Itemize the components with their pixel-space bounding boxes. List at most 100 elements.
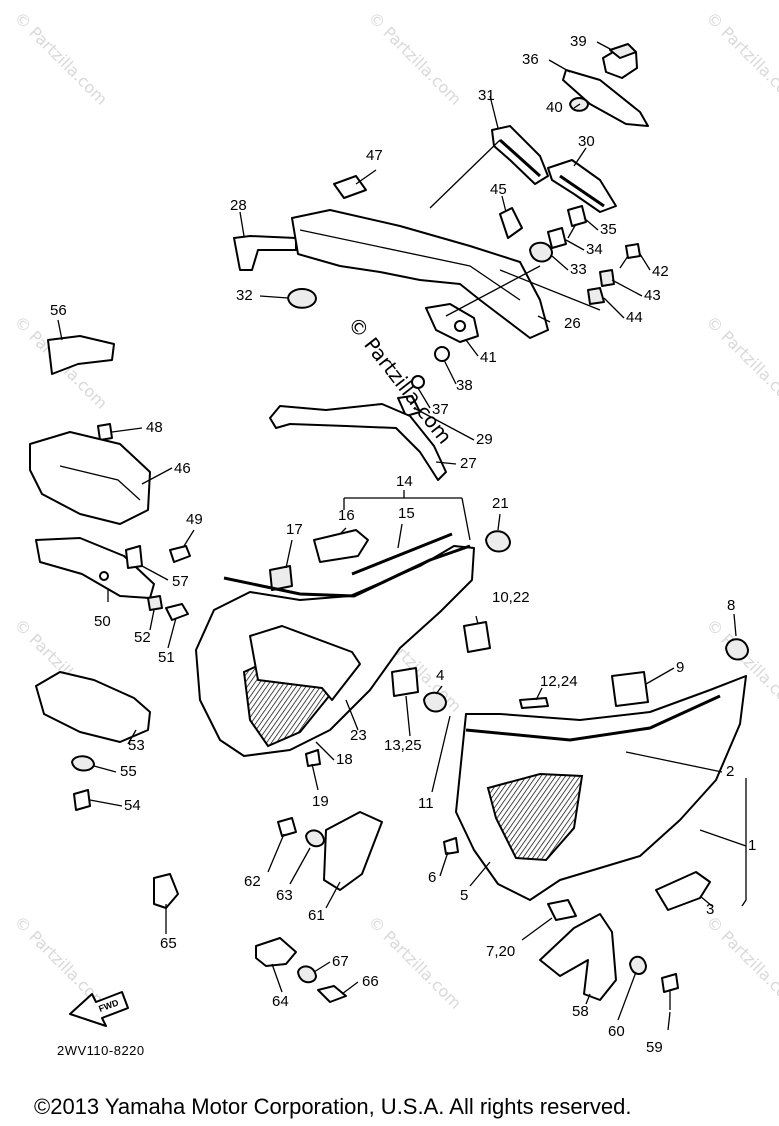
part-8-grommet [725,638,749,661]
callout-26: 26 [564,315,581,332]
callout-46: 46 [174,460,191,477]
callout-48: 48 [146,419,163,436]
callout-11: 11 [418,795,434,812]
callout-45: 45 [490,181,507,198]
callout-60: 60 [608,1023,625,1040]
callout-53: 53 [128,737,145,754]
callout-9: 9 [676,659,685,676]
part-61-bracket [323,811,383,891]
callout-33: 33 [570,261,587,278]
callout-50: 50 [94,613,111,630]
callout-30: 30 [578,133,595,150]
callout-16: 16 [338,507,355,524]
callout-2: 2 [726,763,735,780]
part-7-clip [547,899,577,921]
part-16-emblem [313,529,369,563]
callout-13-25: 13,25 [384,737,422,754]
part-33-grommet [529,241,553,263]
callout-51: 51 [158,649,175,666]
callout-66: 66 [362,973,379,990]
diagram-code: 2WV110-8220 [57,1043,145,1058]
callout-18: 18 [336,751,353,768]
part-64-bracket [255,937,297,967]
part-10-label [463,621,491,653]
callout-19: 19 [312,793,329,810]
callout-31: 31 [478,87,495,104]
callout-4: 4 [436,667,445,684]
callout-49: 49 [186,511,203,528]
callout-57: 57 [172,573,189,590]
part-38-damper [434,346,450,362]
callout-8: 8 [727,597,736,614]
callout-5: 5 [460,887,469,904]
part-46-case [29,431,151,525]
callout-28: 28 [230,197,247,214]
leader-lines [57,41,747,1031]
callout-32: 32 [236,287,253,304]
side-cover-right [455,675,747,901]
callout-67: 67 [332,953,349,970]
part-66-bolt [317,985,347,1003]
part-44-nut [587,287,605,305]
part-28-bracket [233,235,297,271]
callout-44: 44 [626,309,643,326]
part-35-bolt [567,205,587,239]
part-59-bolt [661,973,679,1010]
callout-59: 59 [646,1039,663,1056]
part-32-grommet [287,288,317,309]
part-53-bracket [35,671,151,743]
callout-27: 27 [460,455,477,472]
callout-62: 62 [244,873,261,890]
part-63-washer [305,829,325,848]
callout-54: 54 [124,797,141,814]
callout-21: 21 [492,495,509,512]
callout-55: 55 [120,763,137,780]
callout-65: 65 [160,935,177,952]
part-49-bolt [169,545,191,563]
part-51-bolt [165,603,189,621]
callout-29: 29 [476,431,493,448]
part-13-label [391,667,419,697]
callout-34: 34 [586,241,603,258]
callout-58: 58 [572,1003,589,1020]
part-27-rail [269,403,447,481]
callout-17: 17 [286,521,303,538]
callout-6: 6 [428,869,437,886]
callout-12-24: 12,24 [540,673,578,690]
callout-39: 39 [570,33,587,50]
part-4-grommet [423,691,447,713]
part-57-collar [125,545,143,569]
callout-43: 43 [644,287,661,304]
fwd-arrow-icon: FWD [69,991,129,1027]
callout-3: 3 [706,901,715,918]
part-39-clip [602,43,638,79]
part-21-grommet [485,530,511,553]
part-9-label [611,671,649,707]
callout-63: 63 [276,887,293,904]
part-42-bolt [619,243,641,269]
callout-40: 40 [546,99,563,116]
callout-56: 56 [50,302,67,319]
part-15-stripe [351,532,453,576]
part-34-collar [547,227,567,249]
callout-61: 61 [308,907,325,924]
callout-42: 42 [652,263,669,280]
part-45-clip [499,207,523,239]
callout-41: 41 [480,349,497,366]
part-12-label [519,697,549,709]
part-58-bracket [539,913,617,1001]
part-56-bracket [47,335,115,375]
part-52-nut [147,595,163,611]
part-29-bracket [397,395,421,417]
part-17-grommet [269,565,293,591]
part-23-liner [249,625,361,701]
callout-1: 1 [748,837,757,854]
callout-37: 37 [432,401,449,418]
part-67-nut [297,965,317,984]
callout-36: 36 [522,51,539,68]
part-19-screw [305,749,321,767]
callout-38: 38 [456,377,473,394]
callout-52: 52 [134,629,151,646]
